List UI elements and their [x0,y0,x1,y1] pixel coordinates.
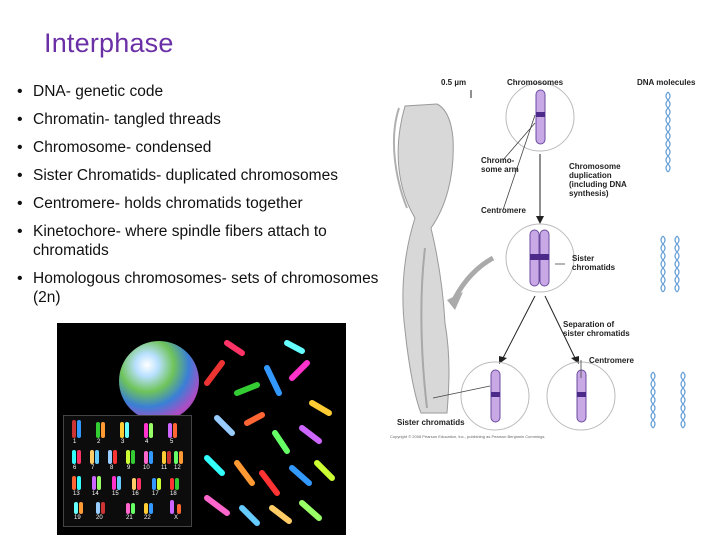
karyotype-number: 14 [92,491,99,497]
karyotype-number: 22 [144,515,151,521]
dna-helix-middle [660,235,680,293]
centromere-label-2: Centromere [589,356,634,365]
karyotype-number: 9 [127,465,131,471]
diagram-graphics [392,82,686,431]
dna-molecules-label: DNA molecules [637,78,696,87]
centromere-label: Centromere [481,206,526,215]
bullet-centromere: Centromere- holds chromatids together [17,194,387,213]
bullet-chromatin: Chromatin- tangled threads [17,110,387,129]
bullet-list: DNA- genetic code Chromatin- tangled thr… [17,79,387,307]
karyotype-number: 4 [145,439,149,445]
metaphase-spread [204,340,335,526]
karyotype-number: 3 [121,439,125,445]
karyotype-number: 8 [110,465,114,471]
karyotype-number: 1 [73,439,77,445]
karyotype-number: 5 [170,439,174,445]
karyotype-photo: 1 2 3 4 5 6 7 8 9 10 11 12 13 14 15 16 1… [57,323,346,535]
bullet-chromosome: Chromosome- condensed [17,138,387,157]
sister-chromatids-bottom-label: Sister chromatids [397,418,465,427]
bullet-kinetochore: Kinetochore- where spindle fibers attach… [17,222,387,260]
karyotype-number: X [174,515,179,521]
karyotype-number: 16 [132,491,139,497]
scale-label: 0.5 µm [441,78,467,87]
karyotype-number: 17 [152,491,159,497]
karyotype-number: 6 [73,465,77,471]
copyright-notice: Copyright © 2008 Pearson Education, Inc.… [390,434,546,439]
sister-chromatids-label: Sister chromatids [572,254,616,272]
karyotype-number: 7 [91,465,95,471]
nucleus-image [119,341,199,421]
karyotype-number: 18 [170,491,177,497]
karyotype-number: 20 [96,515,103,521]
karyotype-number: 12 [174,465,181,471]
karyotype-number: 15 [112,491,119,497]
karyotype-number: 19 [74,515,81,521]
bullet-homologous: Homologous chromosomes- sets of chromoso… [17,269,387,307]
separation-label: Separation of sister chromatids [563,320,630,338]
bullet-dna: DNA- genetic code [17,82,387,101]
bullet-sister-chromatids: Sister Chromatids- duplicated chromosome… [17,166,387,185]
karyotype-number: 11 [161,465,168,471]
karyotype-number: 21 [126,515,133,521]
karyotype-chromosomes [72,420,183,514]
duplication-label: Chromosome duplication (including DNA sy… [569,162,627,198]
karyotype-number: 2 [97,439,101,445]
dna-helix-bottom [650,371,686,429]
karyotype-number: 13 [73,491,80,497]
micrograph-chromosome [392,103,454,414]
slide-title: Interphase [44,28,174,58]
karyotype-number: 10 [143,465,150,471]
karyotype-panel: 1 2 3 4 5 6 7 8 9 10 11 12 13 14 15 16 1… [63,415,192,527]
dna-helix-top [665,91,671,173]
chromosomes-label: Chromosomes [507,78,564,87]
chromosome-diagram: 0.5 µm Chromosomes DNA molecules Chromo-… [385,68,707,444]
chromosome-arm-label: Chromo- some arm [481,156,519,174]
